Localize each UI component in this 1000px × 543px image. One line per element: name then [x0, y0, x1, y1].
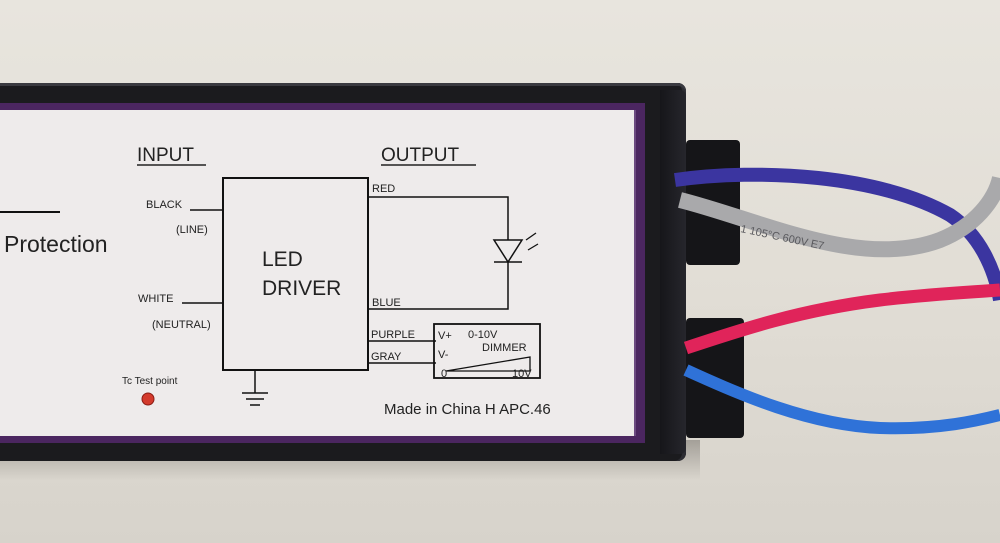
- tc-test-point-dot: [141, 392, 155, 406]
- led-arrow1: [525, 232, 537, 241]
- gray-wire: [678, 175, 1000, 258]
- white-label: WHITE: [138, 293, 173, 305]
- black-label: BLACK: [146, 199, 183, 211]
- made-in-text: Made in China H APC.46: [384, 401, 551, 418]
- protection-text: Protection: [4, 231, 108, 257]
- neutral-label: (NEUTRAL): [152, 319, 211, 331]
- v-plus-label: V+: [438, 330, 452, 342]
- dimmer-box: [433, 323, 541, 379]
- red-output-line: [368, 196, 509, 240]
- output-heading: OUTPUT: [381, 145, 460, 166]
- wiring-label: [0, 110, 636, 436]
- v-minus-label: V-: [438, 349, 449, 361]
- red-label: RED: [372, 183, 395, 195]
- blue-label: BLUE: [372, 297, 401, 309]
- line-label: (LINE): [176, 224, 208, 236]
- dimmer-ramp-icon: [445, 356, 531, 372]
- blue-output-line: [368, 262, 509, 310]
- driver-label-line2: DRIVER: [262, 277, 341, 300]
- range-label: 0-10V: [468, 329, 498, 341]
- led-arrow2: [527, 243, 539, 251]
- led-icon: [492, 239, 524, 264]
- gray-label: GRAY: [371, 351, 402, 363]
- input-heading: INPUT: [137, 145, 194, 166]
- dimmer-label: DIMMER: [482, 342, 527, 354]
- zero-label: 0: [441, 368, 447, 380]
- tc-test-point-label: Tc Test point: [122, 376, 178, 387]
- driver-box: [222, 177, 369, 371]
- blue-wire: [683, 364, 1000, 435]
- driver-label-line1: LED: [262, 248, 303, 271]
- housing-end-cap: [660, 90, 686, 454]
- purple-label: PURPLE: [371, 329, 415, 341]
- ten-v-label: 10V: [512, 368, 532, 380]
- red-wire: [683, 283, 1000, 355]
- purple-wire: [674, 167, 1000, 302]
